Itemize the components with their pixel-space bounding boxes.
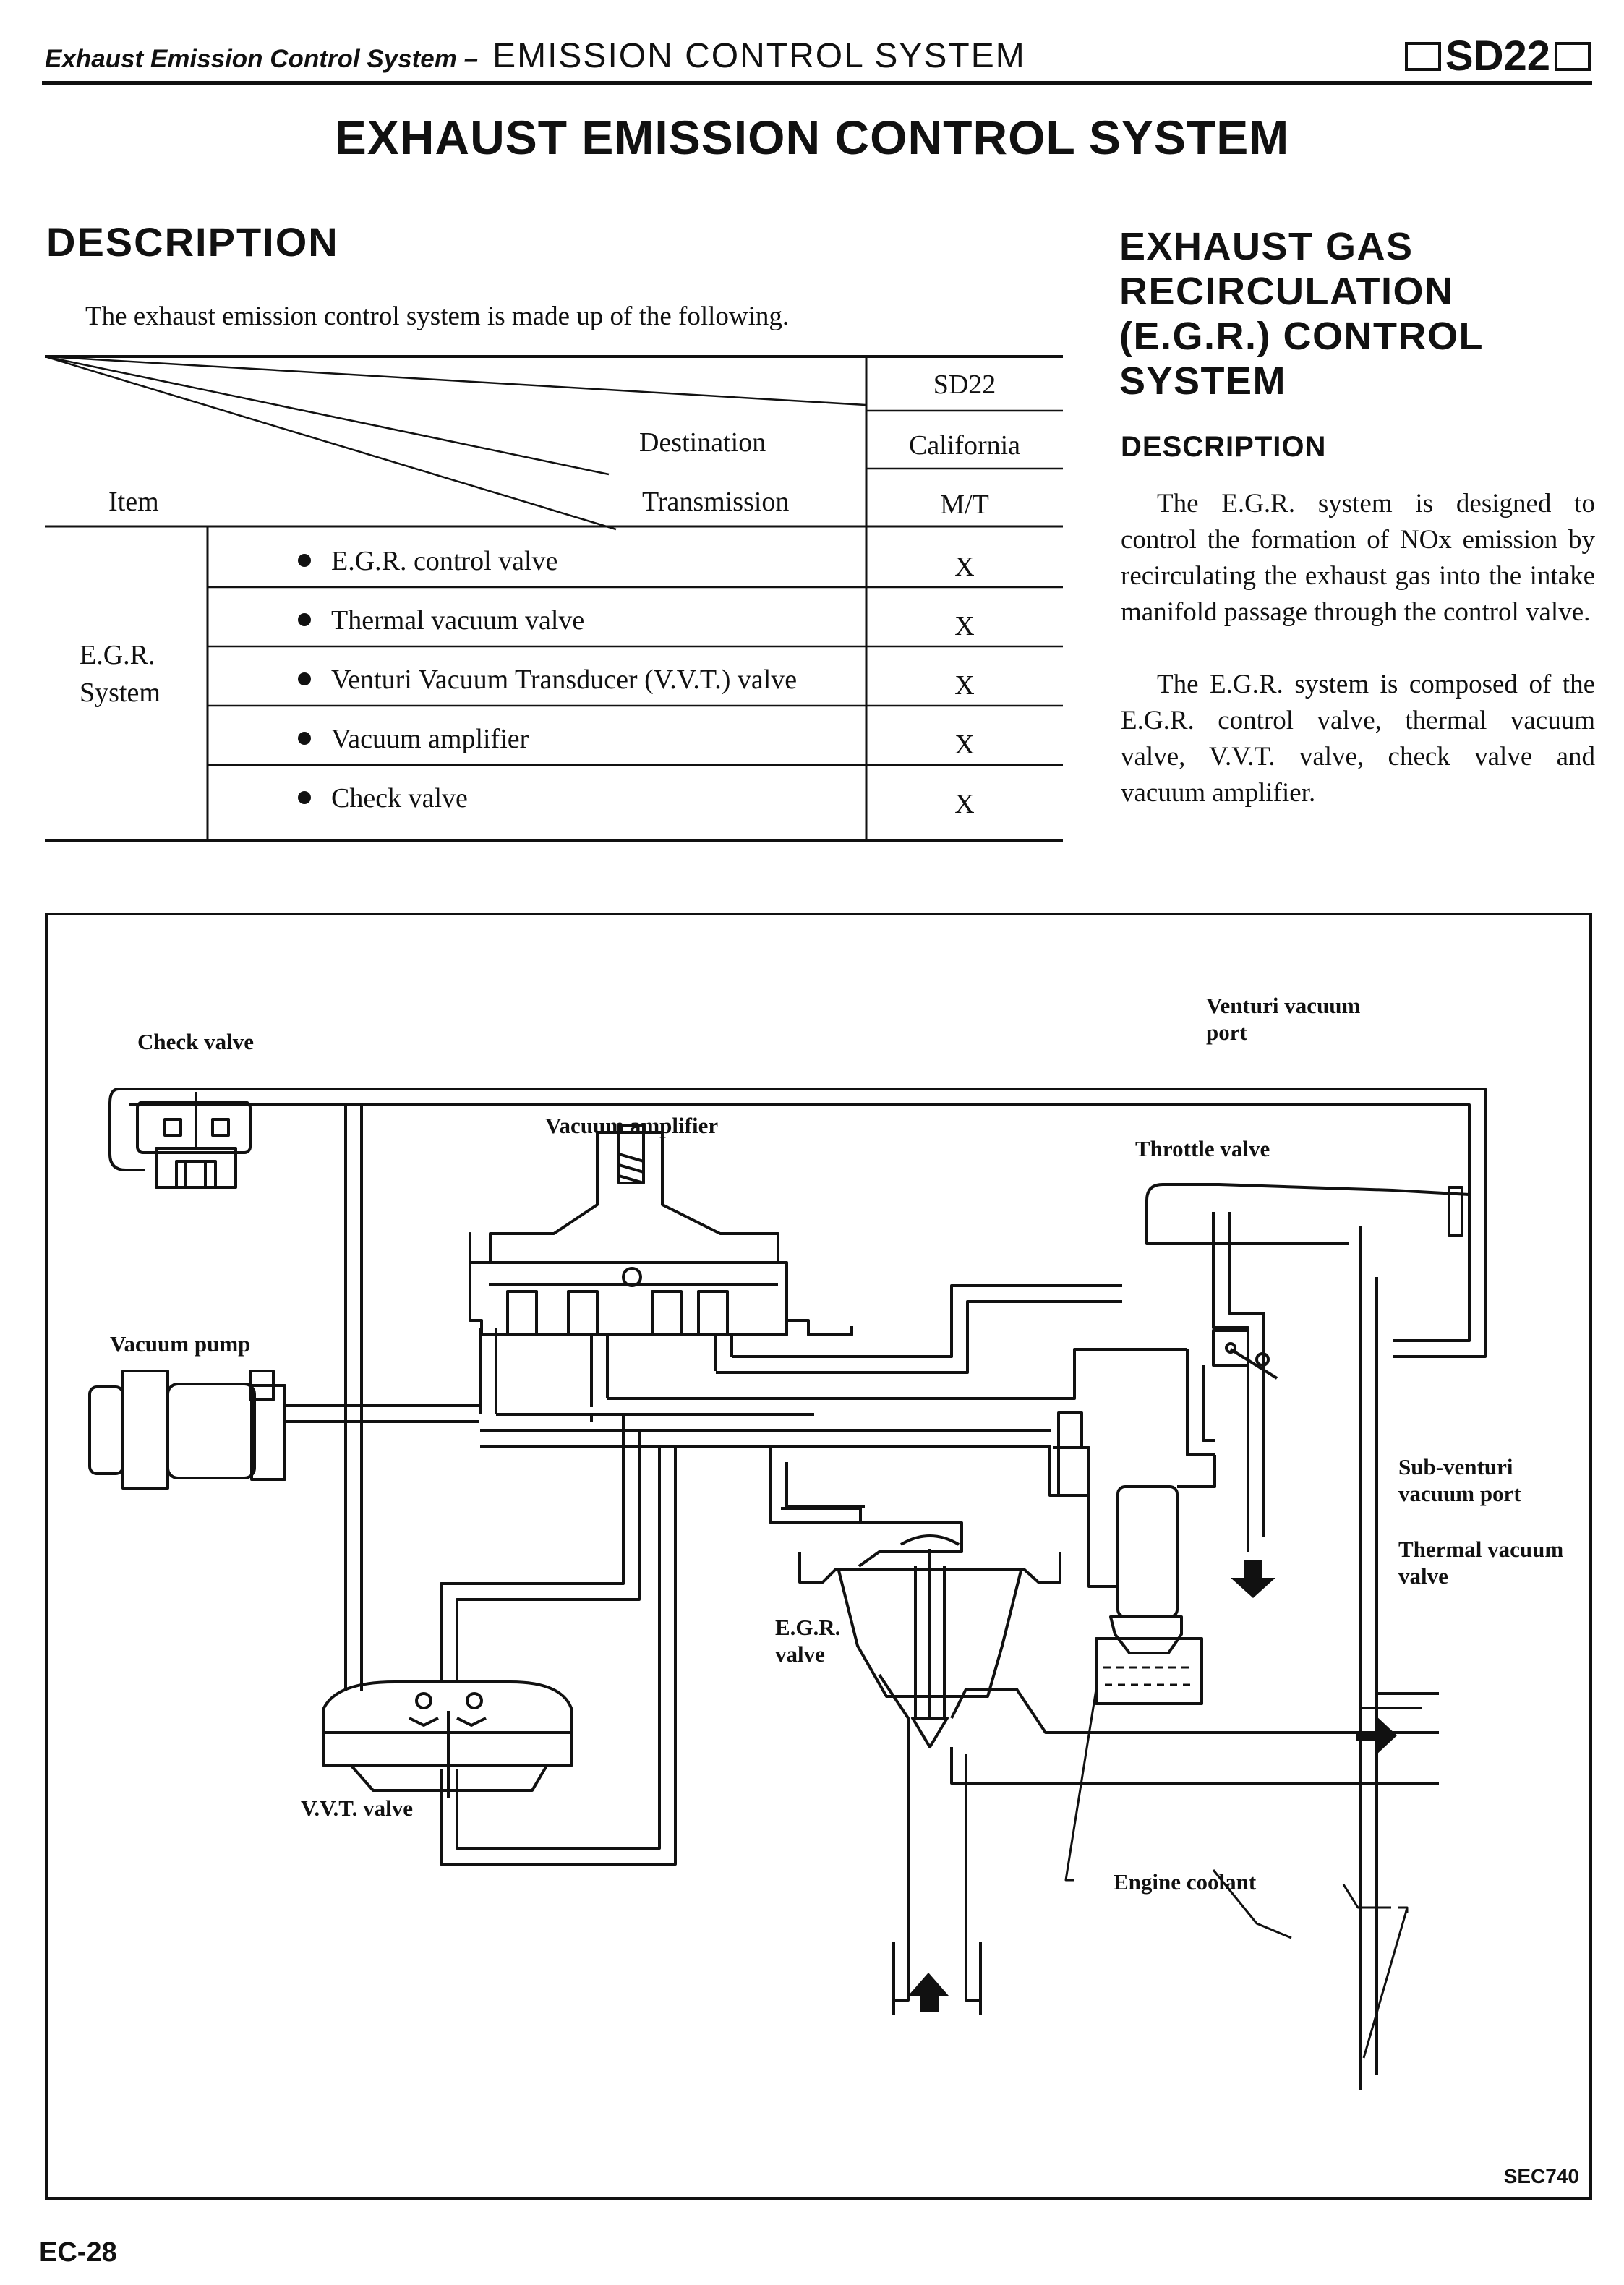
table-row: Thermal vacuum valve	[298, 605, 584, 636]
header-rule	[42, 81, 1592, 85]
destination-value: California	[908, 430, 1021, 461]
arrow-up-icon	[908, 1973, 949, 2012]
egr-system-diagram: Check valve Vacuum amplifier Venturi vac…	[45, 913, 1592, 2200]
egr-paragraph-1: The E.G.R. system is designed to control…	[1121, 489, 1595, 627]
group-label-line1: E.G.R.	[80, 640, 155, 670]
vvt-valve-drawing	[322, 1639, 573, 1798]
check-valve-drawing	[108, 1088, 252, 1189]
component-table: SD22 Destination California Transmission…	[45, 354, 1063, 846]
group-label-line2: System	[80, 678, 161, 708]
egr-paragraph-2: The E.G.R. system is composed of the E.G…	[1121, 670, 1595, 808]
table-rules	[45, 355, 1063, 842]
egr-heading-line2: RECIRCULATION	[1119, 270, 1454, 313]
row-item: Vacuum amplifier	[331, 724, 529, 754]
row-mark: X	[954, 730, 975, 760]
row-item: Venturi Vacuum Transducer (V.V.T.) valve	[331, 665, 798, 695]
arrow-right-icon	[1356, 1715, 1397, 1756]
transmission-label: Transmission	[642, 487, 790, 517]
egr-heading-line4: SYSTEM	[1119, 359, 1287, 403]
row-item: E.G.R. control valve	[331, 546, 558, 576]
model-badge: SD22	[1404, 32, 1591, 80]
figure-code: SEC740	[1503, 2165, 1579, 2187]
label-egr-line1: E.G.R.	[775, 1615, 841, 1640]
item-label: Item	[108, 487, 159, 517]
table-model: SD22	[933, 370, 996, 400]
label-throttle-valve: Throttle valve	[1135, 1136, 1270, 1161]
row-mark: X	[954, 552, 975, 582]
label-egr-valve: E.G.R. valve	[775, 1614, 840, 1667]
egr-heading: EXHAUST GAS RECIRCULATION (E.G.R.) CONTR…	[1119, 224, 1484, 403]
page-number: EC-28	[39, 2237, 117, 2268]
label-thermal-vacuum-valve: Thermal vacuum valve	[1398, 1536, 1563, 1589]
running-header: Exhaust Emission Control System – EMISSI…	[45, 36, 1026, 76]
label-venturi-port-line2: port	[1206, 1020, 1247, 1045]
vacuum-line-top	[117, 1088, 1487, 1358]
bullet-icon	[298, 554, 311, 568]
label-egr-line2: valve	[775, 1641, 825, 1667]
page-title: EXHAUST EMISSION CONTROL SYSTEM	[334, 111, 1290, 164]
badge-box-right	[1555, 41, 1591, 71]
label-check-valve: Check valve	[137, 1029, 255, 1054]
egr-subheading: DESCRIPTION	[1121, 431, 1327, 463]
egr-heading-line3: (E.G.R.) CONTROL	[1119, 315, 1484, 358]
label-venturi-port: Venturi vacuum port	[1206, 992, 1360, 1046]
egr-heading-line1: EXHAUST GAS	[1119, 225, 1414, 268]
label-vacuum-amplifier: Vacuum amplifier	[545, 1113, 719, 1138]
thermal-vacuum-valve-drawing	[1053, 1446, 1216, 1705]
label-sub-venturi-line2: vacuum port	[1398, 1481, 1521, 1506]
transmission-value: M/T	[940, 490, 989, 520]
leader-venturi	[1342, 1884, 1391, 1909]
table-row: Vacuum amplifier	[298, 723, 529, 755]
label-thermal-line1: Thermal vacuum	[1398, 1537, 1564, 1562]
table-row: Check valve	[298, 782, 468, 814]
row-mark: X	[954, 670, 975, 701]
bullet-icon	[298, 732, 311, 746]
arrow-down-icon	[1231, 1560, 1275, 1598]
diagram-drawing	[88, 1088, 1487, 2090]
header-section-italic: Exhaust Emission Control System –	[45, 45, 479, 73]
label-venturi-port-line1: Venturi vacuum	[1206, 993, 1361, 1018]
bullet-icon	[298, 672, 311, 686]
vacuum-pump-drawing	[88, 1370, 479, 1490]
egr-valve-drawing	[781, 1507, 1439, 2015]
label-vvt-valve: V.V.T. valve	[301, 1795, 414, 1821]
description-heading: DESCRIPTION	[46, 219, 339, 265]
row-mark: X	[954, 789, 975, 819]
label-sub-venturi-port: Sub-venturi vacuum port	[1398, 1453, 1521, 1507]
bullet-icon	[298, 791, 311, 805]
label-vacuum-pump: Vacuum pump	[110, 1331, 251, 1357]
intro-text: The exhaust emission control system is m…	[85, 302, 790, 331]
label-thermal-line2: valve	[1398, 1563, 1448, 1589]
header-section: EMISSION CONTROL SYSTEM	[492, 37, 1026, 75]
model-code: SD22	[1445, 33, 1550, 80]
table-row: Venturi Vacuum Transducer (V.V.T.) valve	[298, 664, 797, 696]
bullet-icon	[298, 613, 311, 627]
label-sub-venturi-line1: Sub-venturi	[1398, 1454, 1513, 1479]
row-mark: X	[954, 611, 975, 641]
destination-label: Destination	[639, 427, 766, 458]
group-label: E.G.R. System	[80, 636, 161, 712]
label-engine-coolant: Engine coolant	[1114, 1869, 1257, 1895]
vacuum-amplifier-drawing	[469, 1124, 853, 1414]
throttle-body-drawing	[1145, 1183, 1470, 1380]
badge-box-left	[1404, 41, 1441, 71]
row-item: Thermal vacuum valve	[331, 605, 585, 636]
row-item: Check valve	[331, 783, 468, 813]
table-row: E.G.R. control valve	[298, 545, 557, 577]
